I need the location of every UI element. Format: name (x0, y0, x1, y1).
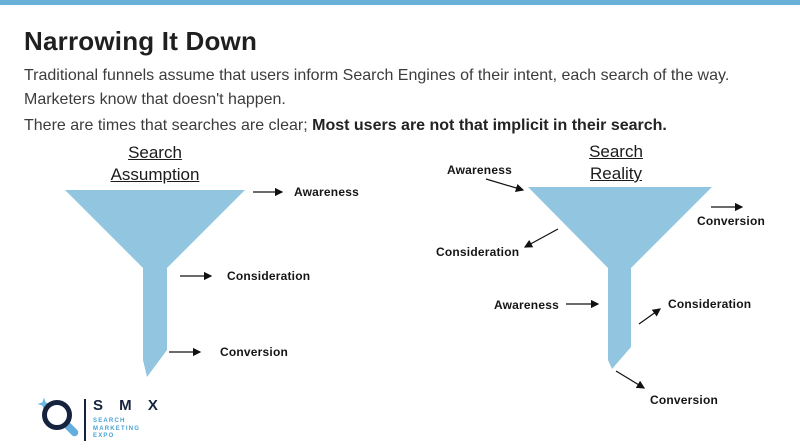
arrow-consideration-stem-right (638, 308, 662, 325)
sparkle-icon (37, 397, 51, 411)
funnel-shape-assumption (65, 190, 245, 377)
smx-logo-sub-line3: EXPO (93, 433, 115, 439)
smx-logo-mark (37, 397, 79, 437)
emphasis-paragraph-bold: Most users are not that implicit in thei… (312, 117, 667, 134)
top-accent-bar (0, 0, 800, 5)
intro-paragraph: Traditional funnels assume that users in… (24, 67, 730, 108)
smx-logo-sub-line1: SEARCH (93, 418, 126, 424)
heading-search-assumption-line2: Assumption (110, 165, 200, 184)
label-consideration-mid-right: Consideration (436, 245, 520, 259)
funnel-shape-reality (528, 187, 712, 369)
smx-logo-sub-line2: MARKETING (93, 425, 141, 432)
heading-search-assumption-line1: Search (128, 143, 182, 162)
emphasis-paragraph: There are times that searches are clear;… (24, 114, 784, 138)
arrow-conversion-bottom-right (615, 370, 646, 389)
smx-logo-subtext: SEARCH MARKETING EXPO (93, 418, 140, 441)
label-awareness-top-right: Awareness (447, 163, 512, 177)
magnifier-icon (42, 400, 72, 430)
heading-search-reality: Search Reality (546, 141, 686, 185)
heading-search-assumption: Search Assumption (85, 142, 225, 186)
label-consideration-stem-right: Consideration (668, 297, 752, 311)
label-awareness-left: Awareness (294, 185, 359, 199)
arrow-awareness-top-right (485, 178, 525, 192)
label-conversion-bottom-right: Conversion (650, 393, 719, 407)
label-conversion-left: Conversion (220, 345, 289, 359)
label-awareness-mid-right: Awareness (494, 298, 559, 312)
page-title: Narrowing It Down (24, 26, 258, 56)
heading-search-reality-line1: Search (589, 142, 643, 161)
arrow-consideration-right (523, 228, 559, 248)
label-consideration-left: Consideration (227, 269, 311, 283)
label-conversion-right: Conversion (697, 214, 766, 228)
heading-search-reality-line2: Reality (590, 164, 642, 183)
logo-divider (84, 399, 86, 441)
emphasis-paragraph-normal: There are times that searches are clear; (24, 117, 313, 134)
smx-logo-letters: S M X (93, 397, 164, 414)
